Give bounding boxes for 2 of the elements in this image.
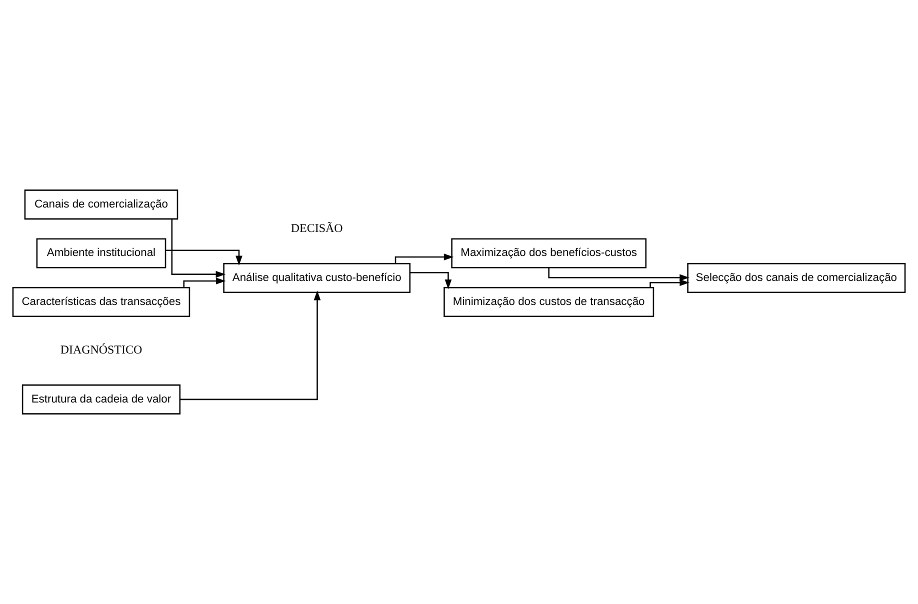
- label: DIAGNÓSTICO: [60, 342, 142, 357]
- label: DECISÃO: [290, 221, 343, 236]
